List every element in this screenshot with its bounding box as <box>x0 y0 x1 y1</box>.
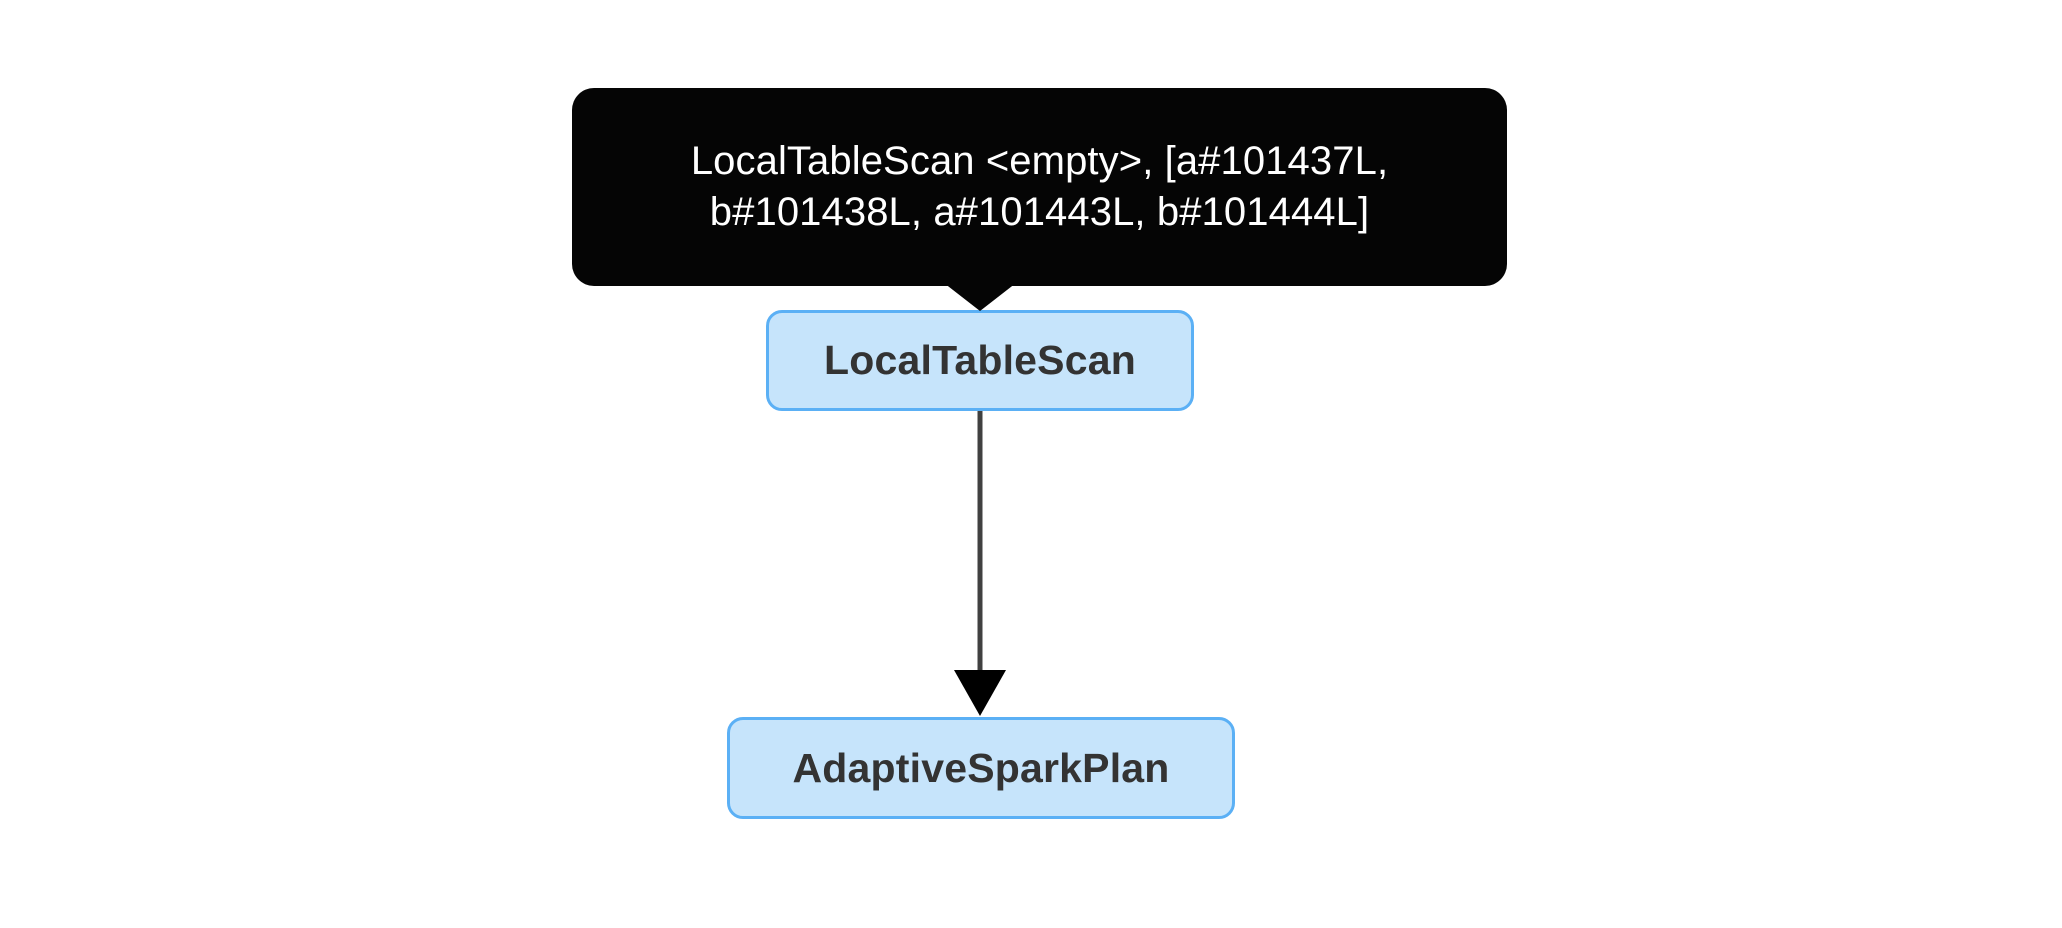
arrowhead-icon <box>954 670 1006 716</box>
plan-node-label: AdaptiveSparkPlan <box>792 744 1170 791</box>
tooltip-text: LocalTableScan <empty>, [a#101437L, b#10… <box>690 138 1389 234</box>
localtablescan-tooltip: LocalTableScan <empty>, [a#101437L, b#10… <box>572 88 1507 286</box>
tooltip-pointer-icon <box>944 283 1016 311</box>
plan-node-localtablescan[interactable]: LocalTableScan <box>766 310 1194 411</box>
plan-node-adaptivesparkplan[interactable]: AdaptiveSparkPlan <box>727 717 1235 819</box>
plan-node-label: LocalTableScan <box>824 337 1136 383</box>
